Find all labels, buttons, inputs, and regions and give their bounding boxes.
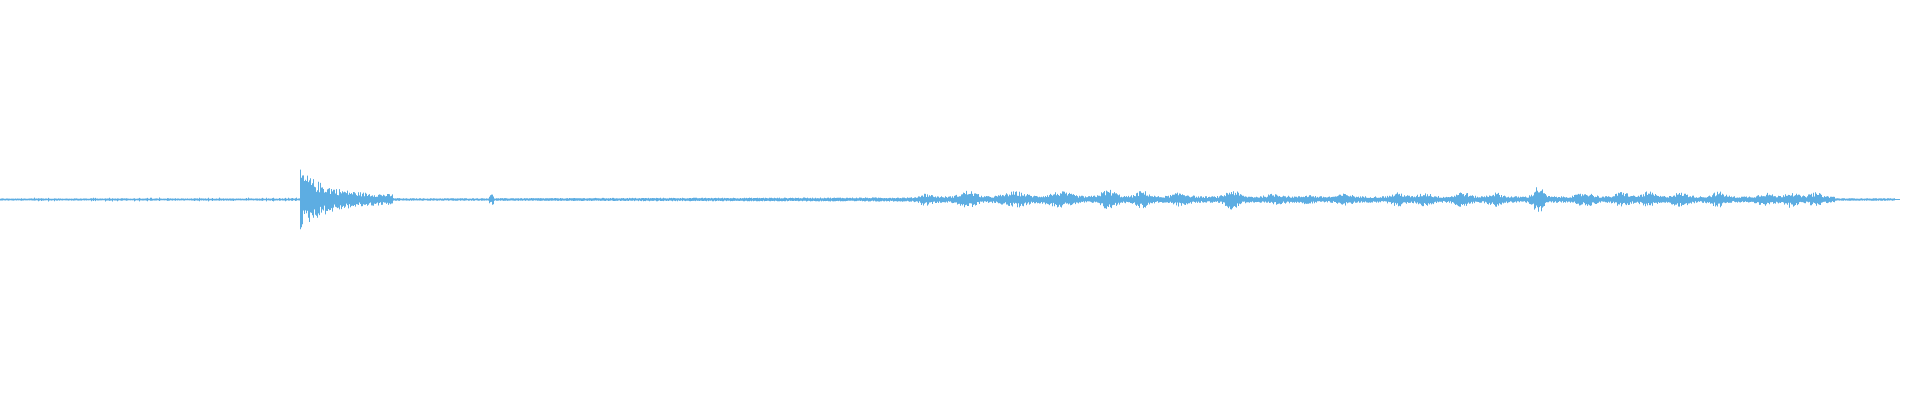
waveform-bars xyxy=(0,169,1900,230)
waveform-path xyxy=(0,169,1900,230)
